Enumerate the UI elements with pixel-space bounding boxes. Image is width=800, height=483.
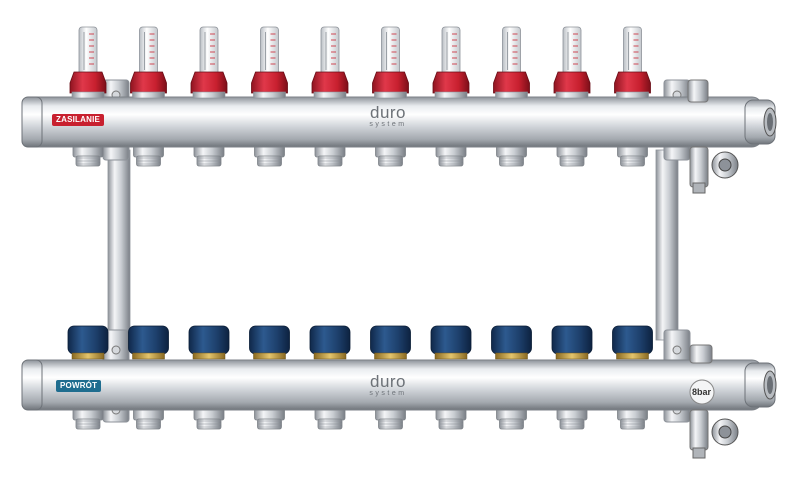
- outlet-nipple: [254, 144, 285, 167]
- flowmeter: [69, 26, 107, 99]
- flowmeter: [311, 26, 349, 99]
- outlet-nipple: [375, 144, 406, 167]
- outlet-nipple: [314, 407, 346, 430]
- outlet-nipple: [193, 144, 225, 167]
- supply-label: ZASILANIE: [52, 114, 105, 126]
- outlet-nipple: [617, 407, 648, 430]
- valve-cap: [249, 325, 290, 360]
- supply-vent-valve: [687, 79, 739, 194]
- flowmeter: [614, 26, 651, 99]
- outlet-nipple: [496, 407, 527, 430]
- supply-outlets: [72, 144, 648, 167]
- flowmeter: [190, 26, 228, 99]
- return-brand-logo: duro system: [358, 373, 418, 398]
- brand-name: duro: [369, 372, 407, 391]
- flowmeter: [432, 26, 470, 99]
- return-vent-valve: [689, 344, 739, 459]
- valve-cap: [128, 325, 169, 360]
- flowmeters: [69, 26, 651, 99]
- return-label: POWRÓT: [56, 380, 102, 392]
- outlet-nipple: [375, 407, 406, 430]
- outlet-nipple: [72, 144, 104, 167]
- flowmeter: [130, 26, 167, 99]
- valve-cap: [612, 325, 653, 360]
- outlet-nipple: [193, 407, 225, 430]
- outlet-nipple: [133, 144, 164, 167]
- outlet-nipple: [254, 407, 285, 430]
- valve-cap: [309, 325, 351, 360]
- valve-cap: [430, 325, 472, 360]
- brand-subtitle: system: [369, 121, 407, 128]
- flowmeter: [493, 26, 530, 99]
- outlet-nipple: [435, 407, 467, 430]
- return-outlets: [72, 407, 648, 430]
- pressure-rating: 8bar: [692, 387, 712, 397]
- outlet-nipple: [314, 144, 346, 167]
- valve-caps: [67, 325, 653, 360]
- outlet-nipple: [435, 144, 467, 167]
- return-bar: [21, 359, 777, 411]
- outlet-nipple: [133, 407, 164, 430]
- brand-subtitle: system: [369, 390, 407, 397]
- outlet-nipple: [556, 144, 588, 167]
- outlet-nipple: [556, 407, 588, 430]
- valve-cap: [551, 325, 593, 360]
- outlet-nipple: [496, 144, 527, 167]
- outlet-nipple: [72, 407, 104, 430]
- outlet-nipple: [617, 144, 648, 167]
- flowmeter: [372, 26, 409, 99]
- flowmeter: [251, 26, 288, 99]
- brand-name: duro: [369, 103, 407, 122]
- valve-cap: [491, 325, 532, 360]
- valve-cap: [370, 325, 411, 360]
- valve-cap: [67, 325, 109, 360]
- flowmeter: [553, 26, 591, 99]
- supply-brand-logo: duro system: [358, 104, 418, 129]
- valve-cap: [188, 325, 230, 360]
